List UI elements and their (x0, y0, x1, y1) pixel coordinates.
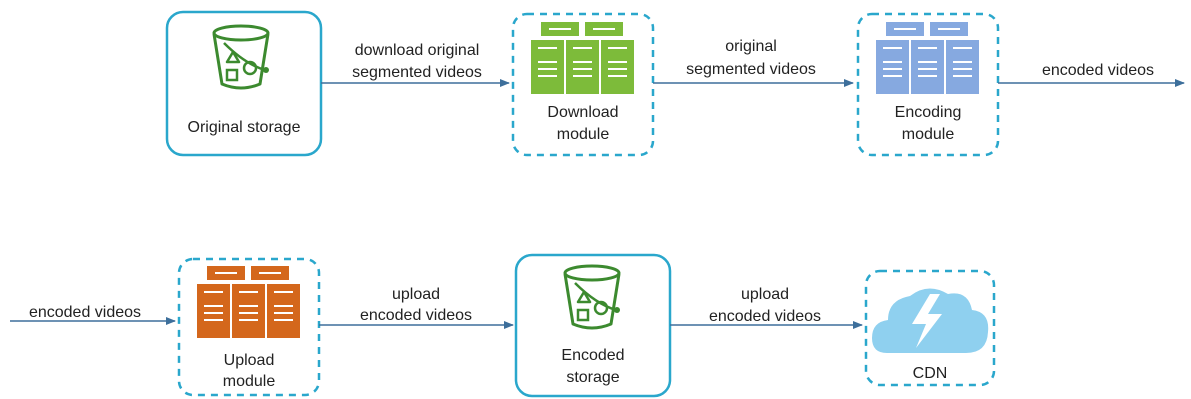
download-module-label-line1: Download (547, 104, 618, 121)
download-module-node: Download module (511, 12, 655, 157)
bucket-icon (212, 24, 270, 90)
edge-label-line2: segmented videos (352, 64, 482, 81)
edge-label-line1: upload (741, 286, 789, 303)
encoding-module-label-line1: Encoding (895, 104, 962, 121)
upload-module-node: Upload module (177, 257, 321, 397)
edge-download-to-encoding: original segmented videos (653, 38, 854, 87)
upload-module-label-line1: Upload (224, 352, 275, 369)
edge-label-line2: segmented videos (686, 61, 816, 78)
encoding-module-label-line2: module (902, 126, 955, 143)
edge-label-line2: encoded videos (709, 308, 821, 325)
encoded-storage-label-line1: Encoded (561, 347, 624, 364)
bucket-icon (563, 264, 621, 330)
original-storage-label: Original storage (188, 119, 301, 136)
server-icon (876, 22, 979, 94)
edge-label-line2: encoded videos (360, 307, 472, 324)
edge-label-line1: original (725, 38, 777, 55)
server-icon (197, 266, 300, 338)
cdn-label: CDN (913, 365, 948, 382)
edge-label-line1: encoded videos (1042, 62, 1154, 79)
encoding-module-node: Encoding module (856, 12, 1000, 157)
edge-upload-in: encoded videos (10, 304, 176, 325)
edge-storage-to-cdn: upload encoded videos (670, 286, 863, 329)
edge-upload-to-storage: upload encoded videos (319, 286, 514, 329)
edge-label-line1: download original (355, 42, 480, 59)
edge-label-line1: encoded videos (29, 304, 141, 321)
cdn-node: CDN (864, 269, 996, 387)
download-module-label-line2: module (557, 126, 610, 143)
edge-storage-to-download: download original segmented videos (321, 42, 510, 87)
edge-encoding-out: encoded videos (998, 62, 1185, 87)
upload-module-label-line2: module (223, 373, 276, 390)
encoded-storage-node: Encoded storage (514, 253, 672, 398)
encoded-storage-label-line2: storage (566, 369, 619, 386)
original-storage-node: Original storage (165, 10, 323, 157)
edge-label-line1: upload (392, 286, 440, 303)
cloud-lightning-icon (872, 288, 989, 353)
server-icon (531, 22, 634, 94)
